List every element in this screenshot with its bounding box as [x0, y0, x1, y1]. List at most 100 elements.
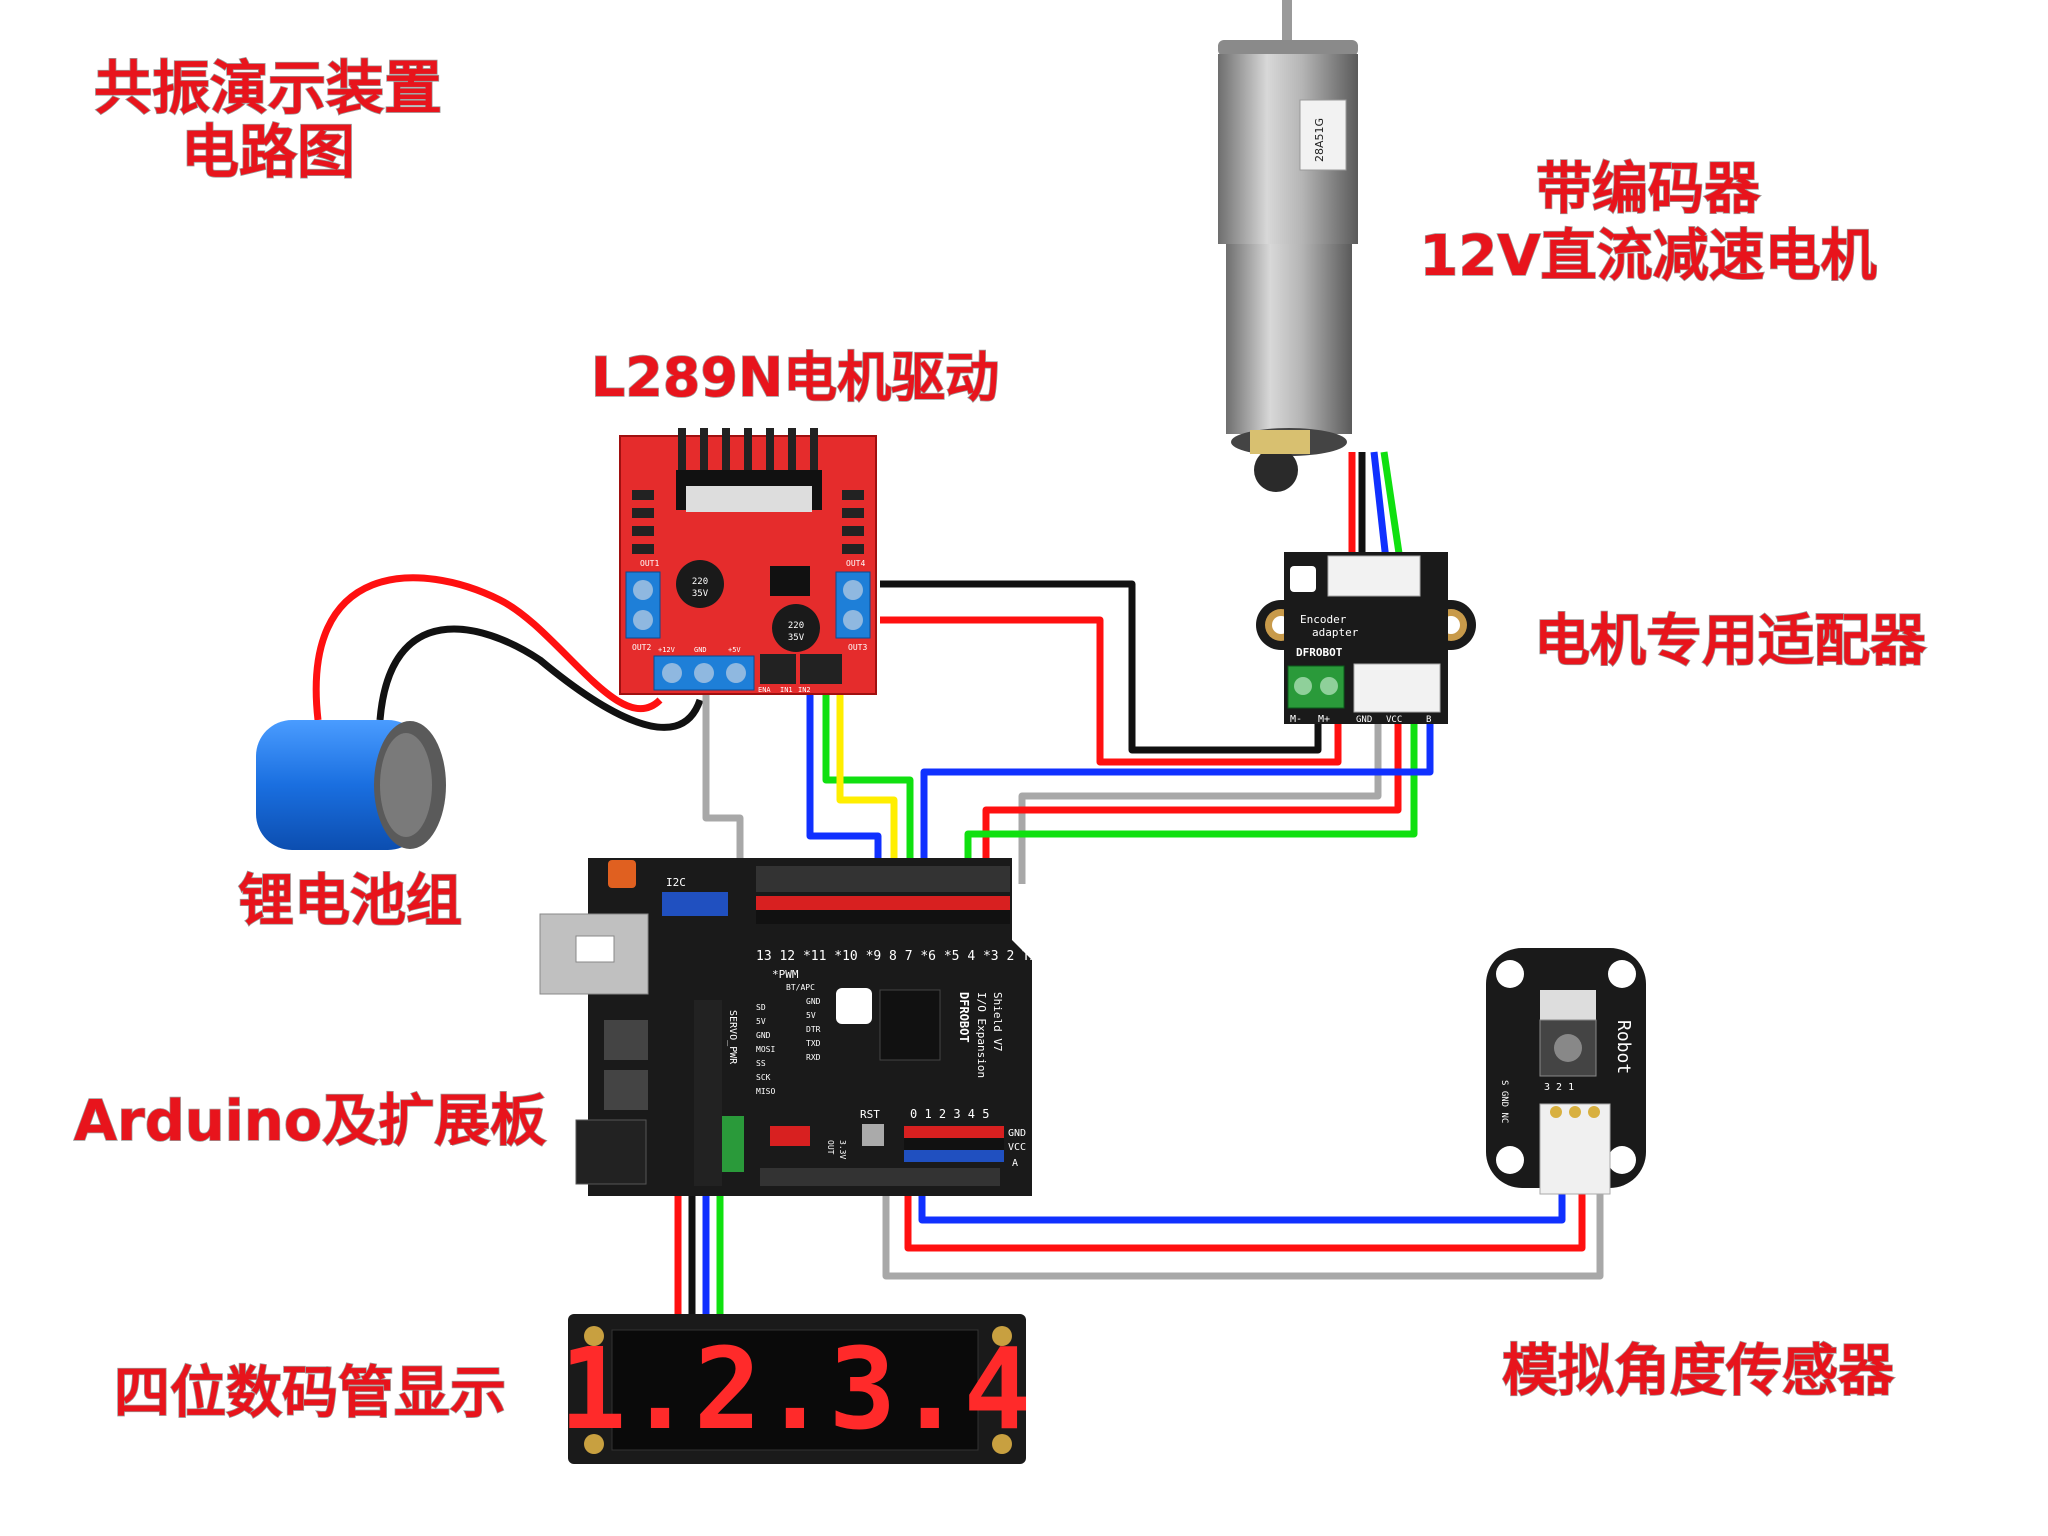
l298n-in2-text: IN2: [798, 686, 811, 694]
cap1-label: 220: [692, 577, 708, 587]
cap2-voltage: 35V: [788, 633, 805, 643]
shield-brand-text: DFROBOT: [957, 992, 971, 1043]
shield-name-text: I/O Expansion: [975, 992, 988, 1078]
motor-flange: [1218, 40, 1358, 56]
motor-label-line2: 12V直流减速电机: [1419, 224, 1876, 289]
regulator-2: [604, 1070, 648, 1110]
l298n-side-pins: [632, 490, 864, 554]
display-window: [611, 1329, 979, 1451]
shield-vcc-text: VCC: [1008, 1142, 1026, 1153]
shield-gnd-text: GND: [1008, 1128, 1026, 1139]
shield-rst-text: RST: [860, 1108, 880, 1121]
wire-motor-green: [1380, 451, 1404, 561]
l298n-regulator: [770, 566, 810, 596]
diagram-title: 共振演示装置 电路图: [93, 53, 443, 187]
sensor-shaft: [1540, 990, 1596, 1020]
shield-bt-pin-labels: GND 5V DTR TXD RXD: [806, 997, 821, 1062]
adapter-brand: DFROBOT: [1296, 646, 1343, 659]
l298n-driver-board: 220 35V 220 35V OUT1 OUT2 OUT3 OUT4 +12V…: [619, 428, 877, 695]
wire-motor-blue: [1370, 451, 1390, 561]
bt-pin-label: GND: [806, 997, 821, 1006]
adapter-b-text: B: [1426, 715, 1431, 725]
shield-pwm-text: *PWM: [772, 968, 799, 981]
battery-label: 锂电池组: [238, 869, 462, 934]
shield-left-pin-labels: SD 5V GND MOSI SS SCK MISO: [756, 1003, 775, 1096]
wire-out3-black: [880, 580, 1322, 754]
i2c-header: [662, 892, 728, 916]
motor-label-line1: 带编码器: [1536, 157, 1761, 222]
wire-adapter-vcc-red: [982, 722, 1402, 900]
wire-sensor-gray: [882, 1140, 1604, 1280]
wires: [312, 451, 1604, 1324]
shield-analog-header: [904, 1126, 1004, 1162]
l298n-gnd-text: GND: [694, 646, 707, 654]
wire-adapter-gnd-gray: [1018, 722, 1382, 884]
adapter-text-line1: Encoder: [1300, 613, 1347, 626]
wire-in1-green: [822, 676, 914, 900]
l298n-ena-text: ENA: [758, 686, 771, 694]
motor-body: [1226, 244, 1352, 434]
adapter-logo: [1290, 566, 1316, 592]
shield-power-header: [770, 1126, 810, 1146]
title-line1: 共振演示装置: [94, 54, 442, 122]
shield-version-text: Shield V7: [991, 992, 1004, 1052]
shield-bt-text: BT/APC: [786, 983, 815, 992]
sensor-pin-names: S GND NC: [1499, 1080, 1509, 1123]
title-line2: 电路图: [181, 118, 355, 186]
sensor-pin-numbers: 3 2 1: [1544, 1082, 1574, 1093]
lithium-battery-pack: [256, 720, 446, 850]
wire-battery-black: [376, 625, 704, 731]
servo-pwr-header: [694, 1000, 722, 1186]
adapter-m-plus-text: M+: [1318, 714, 1330, 725]
encoder-adapter-board: Encoder adapter DFROBOT M- M+ GND VCC B: [1256, 552, 1476, 725]
sensor-connector: [1539, 1103, 1611, 1195]
dc-gear-motor: 28A51G: [1218, 0, 1358, 492]
l298n-out3-text: OUT3: [848, 643, 867, 652]
l298n-5v-text: +5V: [728, 646, 741, 654]
wire-adapter-b-blue: [920, 722, 1434, 900]
shield-analog-labels: 0 1 2 3 4 5: [910, 1107, 989, 1121]
motor-shaft: [1282, 0, 1292, 40]
adapter-m-minus-text: M-: [1290, 714, 1302, 725]
bt-pin-label: RXD: [806, 1053, 821, 1062]
left-pin-label: SD: [756, 1003, 766, 1012]
arduino-expansion-shield: 13 12 *11 *10 *9 8 7 *6 *5 4 *3 2 TX RX …: [539, 858, 1061, 1196]
shield-3v3-text: 3.3V: [838, 1140, 847, 1159]
shield-a-text: A: [1012, 1158, 1018, 1169]
l298n-capacitor-1: [676, 560, 724, 608]
l298n-out2-text: OUT2: [632, 643, 651, 652]
bt-pin-label: DTR: [806, 1025, 821, 1034]
l298n-out4-text: OUT4: [846, 559, 865, 568]
shield-logo: [836, 988, 872, 1024]
shield-chip: [879, 989, 941, 1061]
arduino-label: Arduino及扩展板: [74, 1089, 546, 1154]
left-pin-label: 5V: [756, 1017, 766, 1026]
l298n-chip: [686, 486, 812, 512]
display-digits: 1.2.3.4: [559, 1325, 1031, 1455]
left-pin-label: SCK: [756, 1073, 771, 1082]
wire-battery-red: [312, 574, 663, 721]
four-digit-display: 1.2.3.4: [559, 1314, 1031, 1464]
encoder-disc: [1254, 448, 1298, 492]
shield-top-header: [756, 866, 1010, 924]
adapter-vcc-text: VCC: [1386, 715, 1402, 725]
l298n-out1-text: OUT1: [640, 559, 659, 568]
wire-in2-yellow: [836, 676, 898, 900]
adapter-label: 电机专用适配器: [1534, 609, 1927, 674]
power-jack: [575, 1119, 647, 1185]
reset-led: [608, 860, 636, 888]
encoder-board: [1250, 430, 1310, 454]
motor-model-text: 28A51G: [1313, 118, 1326, 162]
left-pin-label: MISO: [756, 1087, 775, 1096]
adapter-output-connector: [1353, 663, 1441, 713]
left-pin-label: SS: [756, 1059, 766, 1068]
wire-sensor-red: [904, 1146, 1586, 1252]
reset-button[interactable]: [862, 1124, 884, 1146]
cap2-label: 220: [788, 621, 804, 631]
left-pin-label: MOSI: [756, 1045, 775, 1054]
shield-i2c-text: I2C: [666, 876, 686, 889]
bt-pin-label: 5V: [806, 1011, 816, 1020]
sensor-brand-text: Robot: [1613, 1020, 1634, 1074]
display-label: 四位数码管显示: [114, 1361, 506, 1426]
bt-pin-label: TXD: [806, 1039, 821, 1048]
